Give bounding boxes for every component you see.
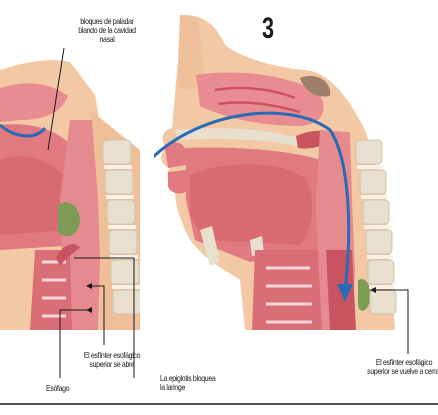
left-epiglottis [56,244,80,266]
left-bottom-mask [0,330,150,415]
left-spine-discs [104,165,140,289]
right-lower-lip [168,170,188,194]
label-epiglottis-line-2: la laringe [160,382,186,392]
step-number: 3 [262,12,275,45]
label-sphincter-closes-line-2: superior se vuelve a cerrar [367,366,438,376]
right-bottom-mask [150,330,438,415]
left-flow-arrow [0,123,47,138]
label-epiglottis-blocks-larynx: La epiglotis bloquea la laringe [160,373,216,392]
right-upper-lip [165,142,186,168]
leader-lines [47,47,409,378]
right-turbinates [214,86,301,114]
right-spine [355,139,397,315]
right-larynx [252,250,322,330]
right-spine-discs [357,165,395,289]
right-flow-arrowhead [337,284,353,302]
label-palate-line-2: blando de la cavidad [78,25,136,35]
label-palate-line-1: bloques de paladar [80,16,134,26]
left-bolus [58,202,80,237]
leader-sphincter-closes [376,289,409,354]
leader-epiglottis [74,257,135,378]
label-sphincter-opens-line-2: superior se abre [89,359,135,369]
leader-sphincter-opens [92,285,105,345]
right-trachea-rings [266,266,312,324]
right-mandible [200,226,220,266]
right-sinus [300,76,331,97]
right-nasal-cavity [196,72,324,126]
left-tongue [0,156,72,235]
left-nasal-cavity [0,83,68,122]
right-bolus [358,279,371,311]
leader-arrowheads [86,283,376,313]
leader-palate [47,47,65,151]
right-panel-anatomy [148,14,438,415]
label-esophagus: Esófago [46,383,70,393]
right-hard-palate [175,128,300,146]
right-flow-arrow [148,111,351,291]
label-upper-sphincter-opens: El esfínter esofágico superior se abre [81,351,143,369]
label-palate-line-3: nasal [99,34,115,44]
right-tongue [190,164,313,245]
label-upper-sphincter-closes: El esfínter esofágico superior se vuelve… [365,358,438,376]
left-panel-anatomy [0,60,150,415]
label-sphincter-opens-line-1: El esfínter esofágico [83,350,141,360]
leader-esophagus [59,309,92,378]
panel-divider [140,0,154,330]
label-sphincter-closes-line-1: El esfínter esofágico [375,357,433,367]
label-palate-blocks-nasal: bloques de paladar blando de la cavidad … [70,17,144,44]
left-trachea-rings [42,260,66,318]
right-nose [178,15,205,90]
label-epiglottis-line-1: La epiglotis bloquea [160,373,216,383]
